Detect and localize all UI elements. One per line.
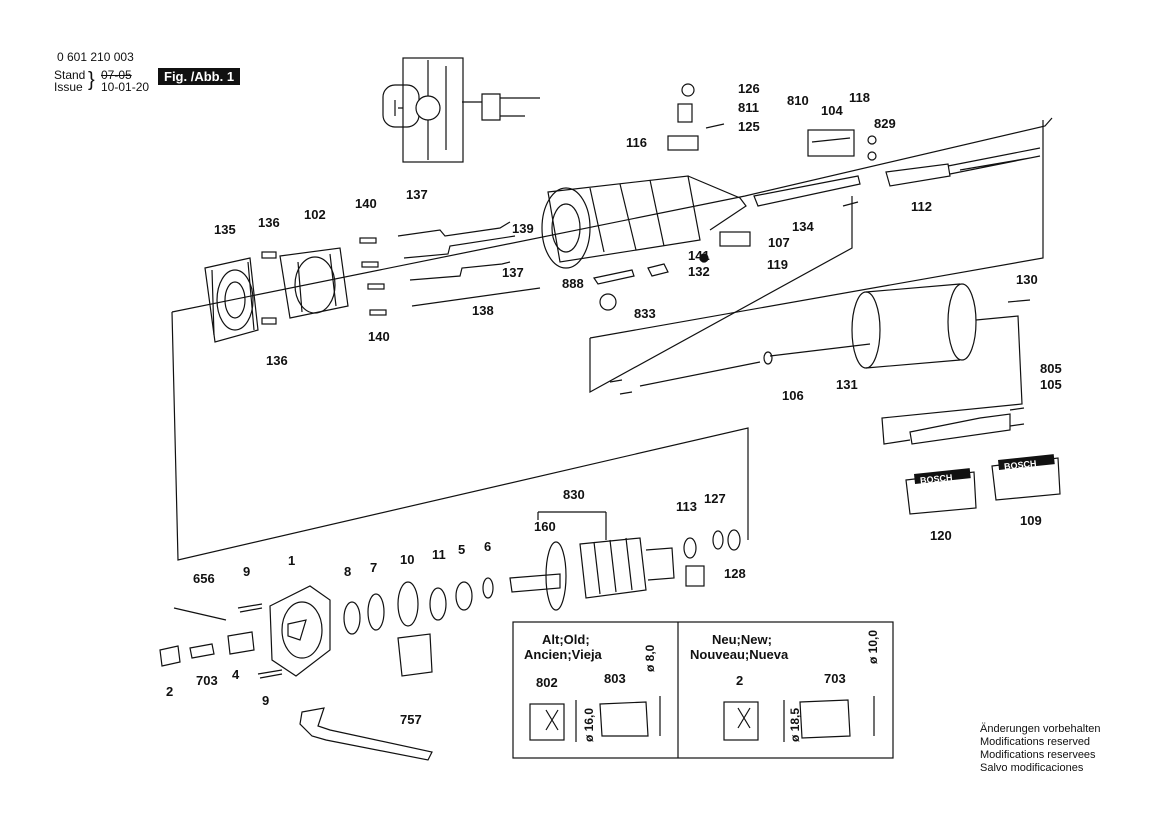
part-127: 127 [704, 491, 726, 506]
part-2: 2 [166, 684, 174, 699]
part-138: 138 [472, 303, 494, 318]
part-811: 811 [738, 100, 759, 115]
old-version-title-2: Ancien;Vieja [524, 647, 602, 662]
frame-line-upper [171, 117, 1053, 313]
part-125: 125 [738, 119, 760, 134]
part-9-top: 9 [243, 564, 251, 579]
part-140-top: 140 [355, 196, 377, 211]
inset-part-703: 703 [824, 671, 846, 686]
part-126: 126 [738, 81, 760, 96]
issue-label: Issue [54, 80, 83, 94]
part-160: 160 [534, 519, 556, 534]
field-coil-102-drawing [261, 247, 349, 325]
part-135: 135 [214, 222, 236, 237]
footer-note-es: Salvo modificaciones [980, 762, 1084, 774]
part-810: 810 [787, 93, 809, 108]
part-137-bottom: 137 [502, 265, 524, 280]
part-113: 113 [676, 499, 697, 514]
brush-set-drawing [359, 221, 541, 316]
part-140-bottom: 140 [368, 329, 390, 344]
part-1: 1 [288, 553, 296, 568]
switch-assembly-drawing [667, 83, 1041, 187]
part-805: 805 [1040, 361, 1062, 376]
frame-line-right [589, 120, 1044, 339]
stand-label: Stand [54, 68, 86, 82]
part-5: 5 [458, 542, 466, 557]
part-10: 10 [400, 552, 415, 567]
new-version-title-1: Neu;New; [712, 632, 772, 647]
armature-830-drawing [482, 511, 741, 611]
part-137-top: 137 [406, 187, 428, 202]
part-9-bottom: 9 [262, 693, 270, 708]
part-105: 105 [1040, 377, 1062, 392]
rod-134-drawing [593, 175, 861, 311]
frame-line-lower [171, 311, 749, 561]
new-collet-diameter: ø 10,0 [866, 629, 880, 664]
part-116: 116 [626, 135, 647, 150]
part-7: 7 [370, 560, 378, 575]
stand-value: 07-05 [101, 68, 132, 82]
old-collet-diameter: ø 8,0 [643, 644, 657, 672]
part-703: 703 [196, 673, 218, 688]
part-102: 102 [304, 207, 326, 222]
end-cap-135-drawing [204, 257, 259, 343]
part-833: 833 [634, 306, 656, 321]
part-888: 888 [562, 276, 584, 291]
part-6: 6 [484, 539, 492, 554]
part-141: 141 [688, 248, 710, 263]
comparison-inset-frame [512, 621, 894, 759]
part-757: 757 [400, 712, 422, 727]
issue-value: 10-01-20 [101, 80, 150, 94]
part-136-top: 136 [258, 215, 280, 230]
old-nut-diameter: ø 16,0 [582, 707, 596, 742]
part-107: 107 [768, 235, 790, 250]
part-119: 119 [767, 257, 788, 272]
part-132: 132 [688, 264, 710, 279]
old-version-title-1: Alt;Old; [542, 632, 590, 647]
part-131: 131 [836, 377, 858, 392]
collet-parts-drawing [159, 607, 255, 667]
part-120: 120 [930, 528, 952, 543]
inset-part-803: 803 [604, 671, 626, 686]
footer-note-fr: Modifications reservees [980, 749, 1096, 761]
inset-part-802: 802 [536, 675, 558, 690]
part-8: 8 [344, 564, 352, 579]
part-112: 112 [911, 199, 932, 214]
part-130: 130 [1016, 272, 1038, 287]
part-139: 139 [512, 221, 534, 236]
part-11: 11 [432, 547, 446, 562]
front-flange-drawing [237, 581, 473, 679]
part-128: 128 [724, 566, 746, 581]
spanner-757-drawing [299, 707, 433, 761]
motor-housing-drawing [541, 175, 747, 269]
footer-note-de: Änderungen vorbehalten [980, 723, 1101, 735]
part-104: 104 [821, 103, 843, 118]
part-109: 109 [1020, 513, 1042, 528]
version-brace: } [88, 69, 95, 91]
part-136-bottom: 136 [266, 353, 288, 368]
part-4: 4 [232, 667, 240, 682]
document-number: 0 601 210 003 [57, 50, 134, 64]
new-nut-diameter: ø 18,5 [788, 707, 802, 742]
inset-part-2: 2 [736, 673, 744, 688]
part-106: 106 [782, 388, 804, 403]
part-829: 829 [874, 116, 896, 131]
footer-note-en: Modifications reserved [980, 736, 1091, 748]
part-134: 134 [792, 219, 814, 234]
housing-can-131-drawing [609, 283, 1031, 445]
new-version-title-2: Nouveau;Nueva [690, 647, 789, 662]
part-118: 118 [849, 90, 870, 105]
part-656: 656 [193, 571, 215, 586]
wiring-schematic [382, 57, 540, 163]
figure-label: Fig. /Abb. 1 [158, 68, 241, 85]
frame-line-mid [589, 196, 853, 394]
part-830: 830 [563, 487, 585, 502]
